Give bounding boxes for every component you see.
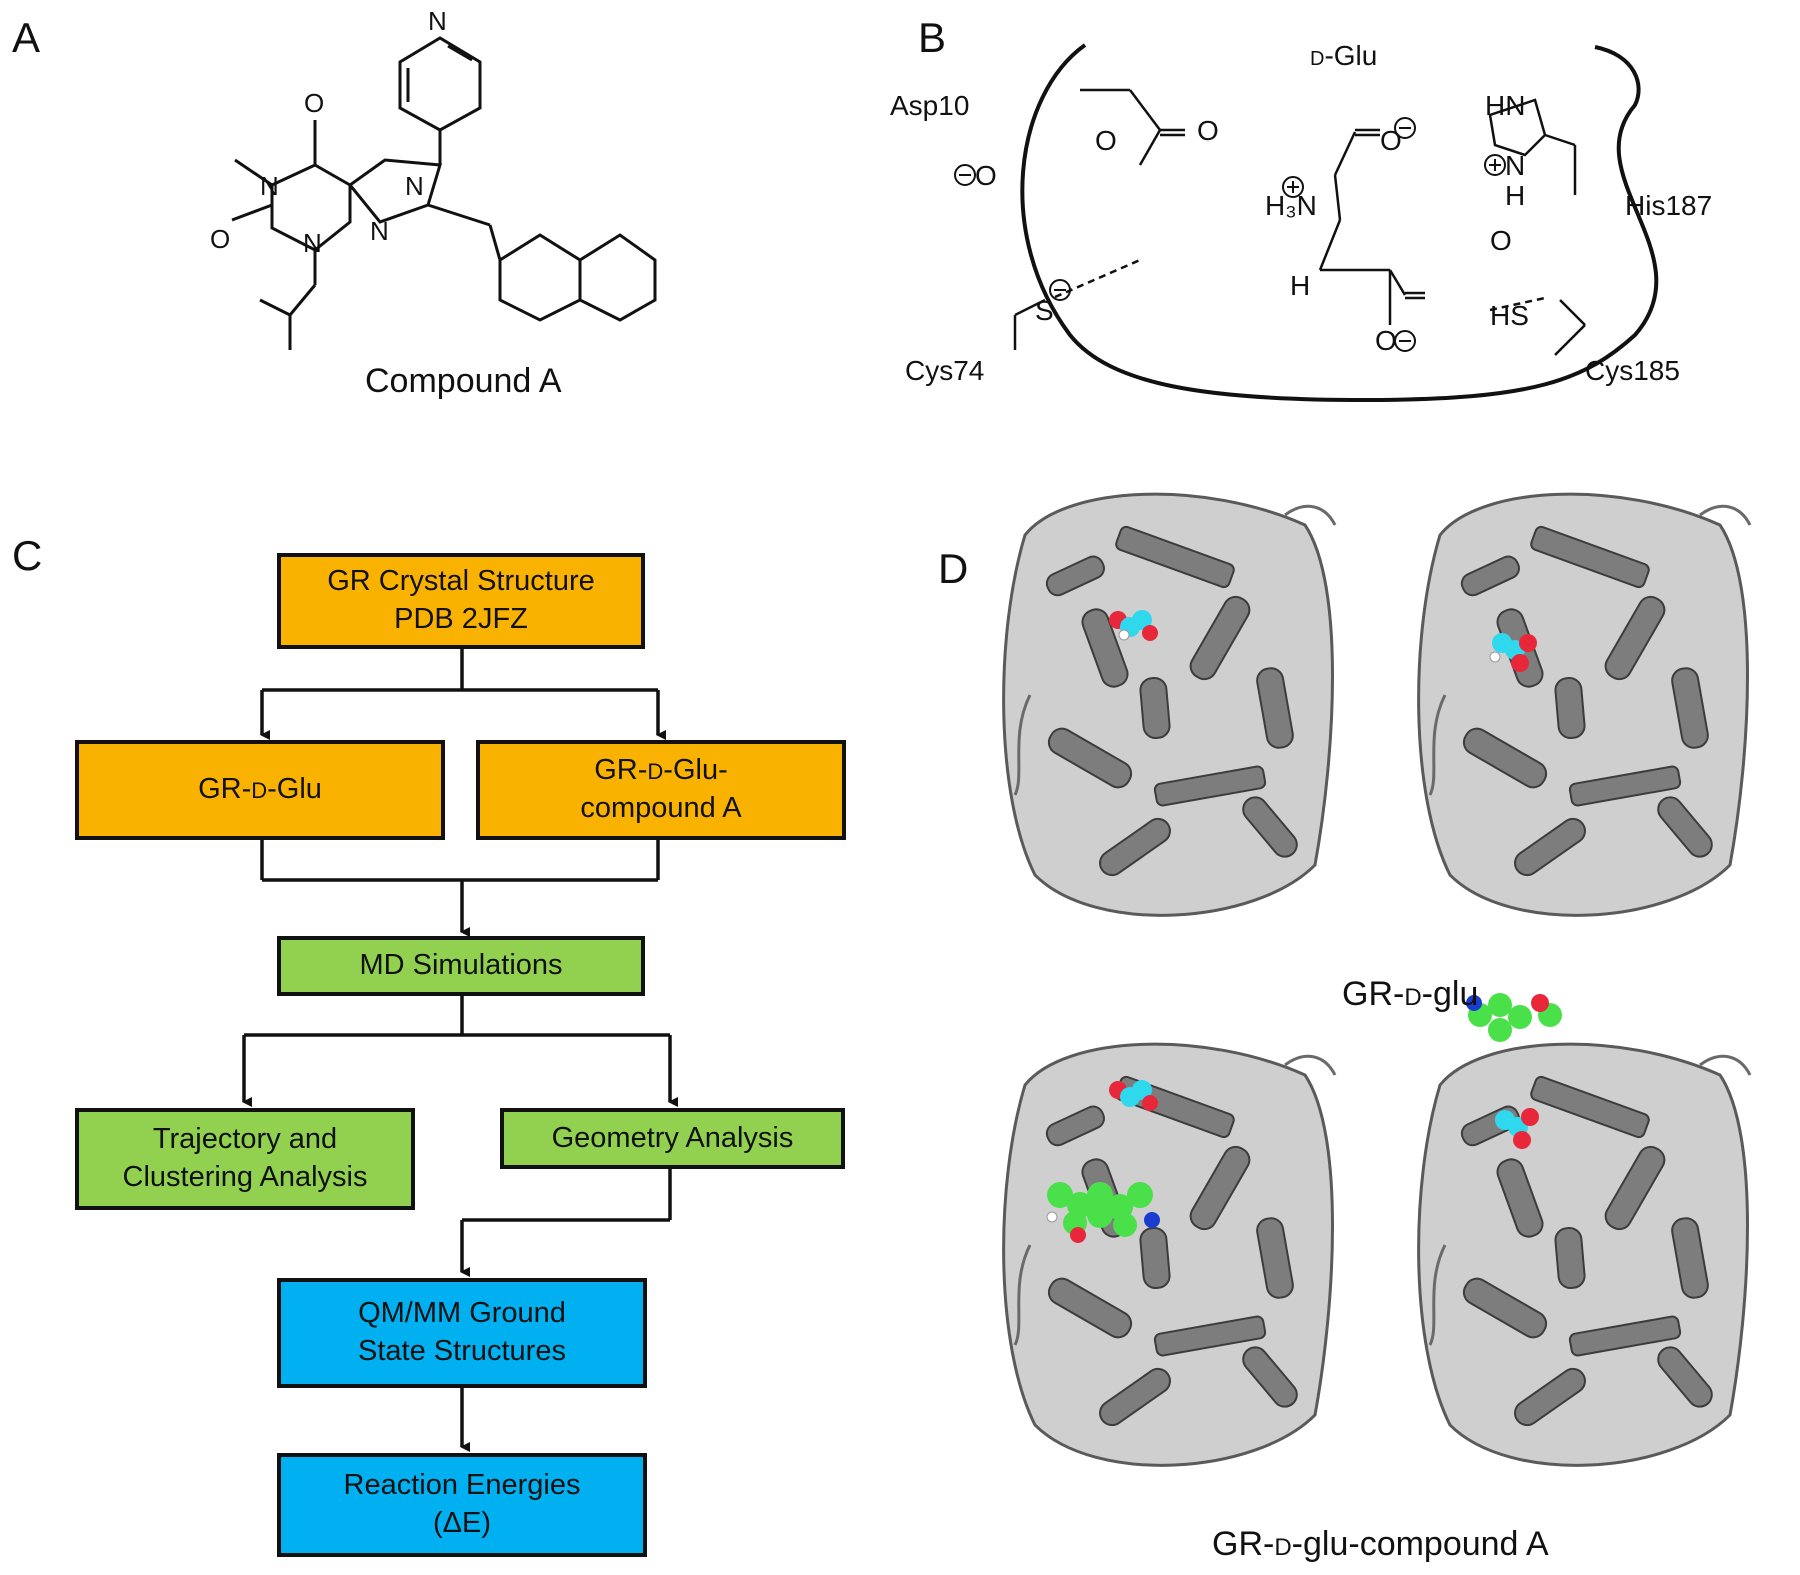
node-gr-dglu-prefix: GR-	[198, 773, 252, 806]
atom-cooh-o: O	[1490, 225, 1512, 256]
dglu-spheres-bottom-right	[1495, 1108, 1539, 1149]
protein-bottom-right	[1417, 1042, 1752, 1467]
node-crystal-structure: GR Crystal Structure PDB 2JFZ	[277, 553, 645, 649]
atom-o-bottom: O	[210, 224, 230, 254]
panel-c-letter: C	[12, 532, 43, 579]
node-gr-dglu: GR-D-Glu	[75, 740, 445, 840]
atom-glu-o: O	[1095, 125, 1117, 156]
node-gr-dglu-sc: D	[251, 778, 268, 804]
node-gr-dglu-compound-line1: GR-D-Glu-	[594, 752, 728, 790]
atom-hs: HS	[1490, 300, 1529, 331]
node-energies-line2: (ΔE)	[432, 1507, 492, 1539]
atom-cooh-o-minus: O	[1375, 325, 1397, 356]
compound-spheres-bottom-left	[1046, 1182, 1160, 1243]
node-reaction-energies: Reaction Energies (ΔE)	[277, 1453, 647, 1557]
atom-nh3: H₃N	[1265, 190, 1317, 221]
atom-ch-h: H	[1290, 270, 1310, 301]
node-crystal-line2: PDB 2JFZ	[394, 603, 528, 635]
node-gr-dglu-suffix: -Glu	[267, 773, 322, 806]
atom-n-pyrazole-2: N	[370, 216, 389, 246]
atom-asp-o: O	[1197, 115, 1219, 146]
compound-spheres-bottom-right	[1466, 993, 1562, 1042]
atom-n-pyridine: N	[428, 6, 447, 36]
atom-his-hn: HN	[1485, 90, 1525, 121]
node-gr-dglu-label: GR-D-Glu	[198, 771, 322, 809]
node-gr-dglu-compound-prefix: GR-	[594, 754, 648, 787]
atom-asp-o-minus: O	[975, 160, 997, 191]
caption-gr-dglu-prefix: GR-	[1342, 975, 1405, 1013]
dglu-spheres-top-right	[1489, 633, 1537, 672]
node-geometry-label: Geometry Analysis	[551, 1121, 794, 1154]
atom-n-isobutyl: N	[303, 228, 322, 258]
protein-bottom-left	[1002, 1042, 1337, 1467]
atom-o-top: O	[304, 88, 324, 118]
protein-top-left	[1002, 492, 1337, 917]
panel-d-letter: D	[938, 545, 969, 592]
node-md-label: MD Simulations	[359, 949, 563, 982]
residue-his187: His187	[1625, 190, 1712, 221]
node-qmmm-line1: QM/MM Ground	[358, 1297, 566, 1330]
node-gr-dglu-compound-line2: compound A	[580, 792, 742, 824]
dglu-label-prefix: D	[1310, 48, 1324, 70]
atom-s-minus: S	[1035, 295, 1054, 326]
caption-gr-dglu-compound-suffix: -glu-compound A	[1291, 1525, 1549, 1563]
caption-gr-dglu-suffix: -glu	[1421, 975, 1479, 1013]
protein-top-right	[1417, 492, 1752, 917]
caption-gr-dglu-sc: D	[1404, 984, 1422, 1011]
panel-a-letter: A	[12, 14, 41, 61]
node-geometry-analysis: Geometry Analysis	[500, 1108, 845, 1169]
node-trajectory-clustering: Trajectory and Clustering Analysis	[75, 1108, 415, 1210]
node-trajectory-line1: Trajectory and	[152, 1123, 338, 1156]
compound-a-caption: Compound A	[365, 362, 562, 400]
atom-glu-o2: O	[1380, 125, 1402, 156]
residue-cys74: Cys74	[905, 355, 984, 386]
node-crystal-line1: GR Crystal Structure	[327, 565, 595, 598]
dglu-spheres-top-left	[1109, 610, 1158, 641]
atom-his-nh: N	[1505, 150, 1525, 181]
node-gr-dglu-compound-suffix: -Glu-	[663, 754, 728, 787]
caption-gr-dglu-compound-prefix: GR-	[1212, 1525, 1275, 1563]
caption-gr-dglu-compound: GR-D-glu-compound A	[1212, 1525, 1549, 1564]
atom-his-h: H	[1505, 180, 1525, 211]
atom-n-pyrazole-1: N	[405, 171, 424, 201]
dglu-label: D-Glu	[1310, 40, 1377, 71]
flowchart-connectors	[242, 648, 678, 1452]
caption-gr-dglu: GR-D-glu	[1342, 975, 1478, 1014]
compound-a-structure: N O N N O N N	[210, 6, 657, 350]
residue-asp10: Asp10	[890, 90, 969, 121]
node-md-simulations: MD Simulations	[277, 936, 645, 996]
node-energies-line1: Reaction Energies	[343, 1469, 581, 1502]
node-gr-dglu-compound-sc: D	[647, 759, 664, 785]
atom-n-methyl: N	[260, 171, 279, 201]
panel-b-letter: B	[918, 14, 947, 61]
residue-cys185: Cys185	[1585, 355, 1680, 386]
node-trajectory-line2: Clustering Analysis	[122, 1161, 368, 1193]
node-qmmm-line2: State Structures	[358, 1335, 566, 1367]
dglu-label-suffix: -Glu	[1324, 40, 1377, 71]
node-gr-dglu-compound: GR-D-Glu- compound A	[476, 740, 846, 840]
active-site-schematic: Asp10 O O H₃N H O O O O HS S HN N H His1…	[890, 40, 1712, 403]
dglu-spheres-bottom-left	[1109, 1080, 1158, 1111]
node-qmmm: QM/MM Ground State Structures	[277, 1278, 647, 1388]
protein-renderings	[1002, 492, 1752, 1467]
caption-gr-dglu-compound-sc: D	[1274, 1534, 1292, 1561]
